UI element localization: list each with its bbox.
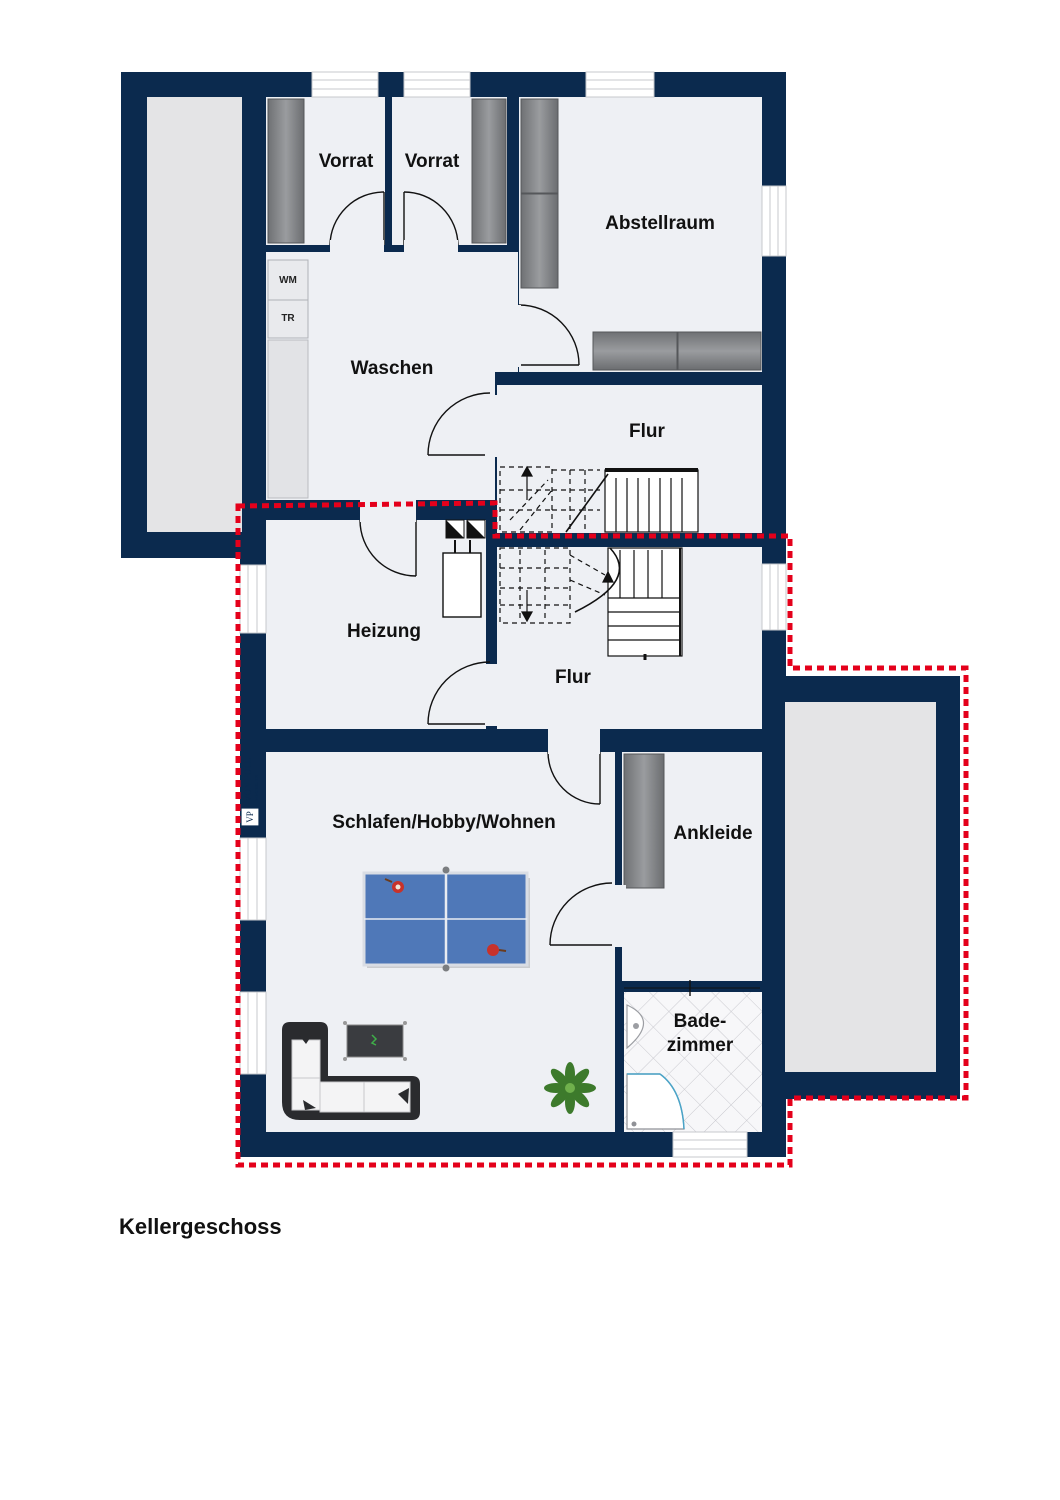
coffee-table-icon: [343, 1021, 407, 1061]
door-icon: [549, 882, 613, 946]
window-icon: [403, 71, 471, 98]
window-icon: [239, 837, 267, 921]
door-icon: [359, 519, 417, 577]
heating-unit-icon: [442, 519, 486, 618]
label-vorrat-1: Vorrat: [319, 151, 374, 172]
window-icon: [761, 563, 787, 631]
sofa-icon: [282, 1022, 420, 1120]
door-openings: [330, 240, 626, 947]
door-icon: [427, 392, 491, 456]
dryer-label: TR: [281, 313, 295, 324]
label-flur-upper: Flur: [629, 421, 665, 442]
logo-mark: VP: [245, 811, 255, 823]
label-heizung: Heizung: [347, 621, 421, 642]
label-ankleide: Ankleide: [673, 823, 752, 844]
boundary-line: [235, 500, 969, 1168]
room-labels: Vorrat Vorrat Abstellraum Waschen Flur H…: [319, 151, 753, 1056]
label-flur-lower: Flur: [555, 667, 591, 688]
door-icon: [403, 191, 459, 246]
window-icon: [239, 991, 267, 1075]
window-icon: [239, 564, 267, 634]
washer-icon: WM: [267, 259, 309, 301]
window-icon: [311, 71, 379, 98]
label-waschen: Waschen: [351, 358, 434, 379]
left-wing-space: [147, 97, 242, 532]
shower-icon: [626, 1073, 685, 1130]
washer-label: WM: [279, 275, 297, 286]
windows: [239, 71, 787, 1158]
label-badezimmer-2: zimmer: [667, 1035, 734, 1056]
label-schlafen: Schlafen/Hobby/Wohnen: [332, 812, 555, 833]
label-abstellraum: Abstellraum: [605, 213, 715, 234]
window-icon: [672, 1131, 748, 1158]
floor-abstellraum: [519, 97, 762, 372]
door-icon: [329, 191, 385, 246]
label-vorrat-2: Vorrat: [405, 151, 460, 172]
floor-title: Kellergeschoss: [119, 1214, 282, 1239]
right-wing-space: [785, 702, 936, 1072]
doors: [329, 191, 760, 996]
window-icon: [761, 185, 787, 257]
label-badezimmer-1: Bade-: [674, 1011, 727, 1032]
table-tennis-icon: [362, 866, 530, 972]
plant-icon: [544, 1062, 596, 1114]
window-icon: [585, 71, 655, 98]
dryer-icon: TR: [267, 299, 309, 339]
door-icon: [547, 751, 601, 805]
logo-name: VON POLL: [243, 758, 253, 802]
utility-counter: [267, 339, 309, 499]
door-icon: [624, 980, 760, 996]
washbasin-icon: [626, 1004, 644, 1050]
stair-icon: [499, 465, 699, 533]
stair-icon: [499, 547, 683, 660]
door-icon: [427, 661, 491, 725]
cabinets: [267, 98, 762, 889]
logo-tagline: IMMOBILIEN: [254, 774, 259, 802]
brand-logo: VP VON POLL IMMOBILIEN: [240, 758, 260, 827]
